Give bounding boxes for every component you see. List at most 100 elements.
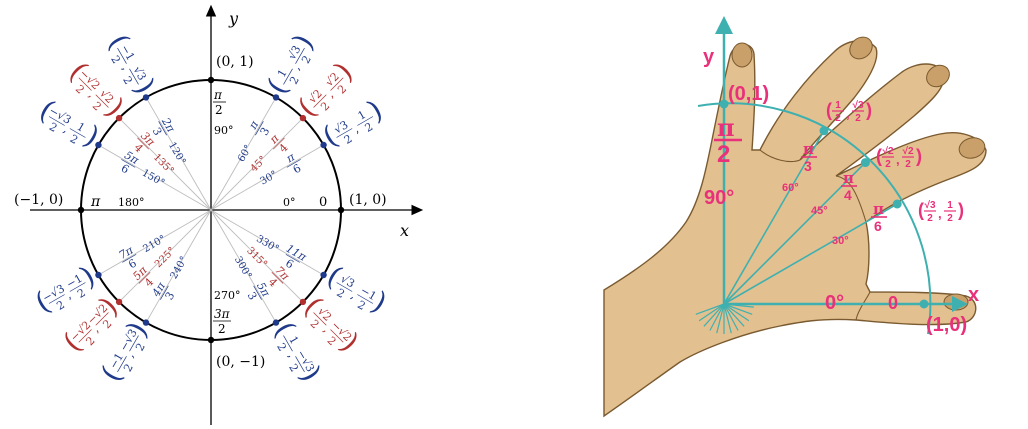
hand-burst-line	[723, 303, 745, 327]
point-210	[95, 271, 102, 279]
coord-x-den: 2	[334, 286, 347, 301]
rad-90-den: 2	[215, 103, 223, 117]
hand-rad-30: π 6	[871, 200, 887, 234]
hand-coord-x-den: 2	[835, 113, 841, 124]
point-90	[207, 76, 215, 84]
rad-den-240: 3	[163, 290, 178, 303]
coord-x-den: 2	[287, 74, 302, 87]
coord-y-den: 2	[75, 286, 88, 301]
hand-rad-45-den: 4	[844, 187, 852, 203]
rad-90-num: π	[213, 88, 223, 102]
hand-diagram: y x (0,1) (1,0) π 2 90° π 3 60° π 4 45° …	[603, 16, 987, 418]
hand-burst-line	[723, 303, 753, 315]
y-axis-label: y	[228, 9, 239, 28]
label-90: π 2 90°	[213, 88, 234, 137]
coord-x-den: 2	[121, 362, 136, 375]
deg-180: 180°	[118, 196, 145, 209]
rad-den-150: 6	[119, 162, 132, 177]
hand-burst-line	[695, 303, 725, 315]
hand-x-axis-label: x	[968, 284, 979, 306]
hand-rad-60-den: 3	[804, 158, 812, 174]
spoke-240	[145, 209, 212, 323]
comma: ,	[63, 288, 73, 302]
rad-270-den: 2	[218, 322, 226, 336]
hand-deg-45: 45°	[811, 205, 828, 217]
hand-burst-line	[716, 303, 725, 334]
hand-burst-line	[698, 303, 725, 322]
hand-rad-45: π 4	[841, 169, 857, 203]
comma: ,	[349, 288, 359, 302]
coord-45: (√22,√22)	[291, 56, 359, 124]
hand-rad-90-num: π	[717, 113, 735, 142]
comma: ,	[938, 206, 942, 221]
coord-x-den: 2	[108, 53, 123, 66]
spoke-315	[210, 209, 304, 303]
hand-palm	[603, 40, 987, 418]
hand-rad-0: 0	[888, 293, 898, 313]
hand-burst-line	[723, 303, 750, 322]
point-135	[115, 114, 123, 122]
hand-rad-60: π 3	[801, 140, 817, 174]
hand-y-arrow	[715, 16, 733, 34]
coord-x-den: 2	[274, 341, 289, 354]
hand-point-60	[819, 126, 829, 136]
point-180	[77, 206, 85, 214]
spoke-150	[98, 144, 212, 211]
coord-180: (−1, 0)	[14, 192, 63, 208]
point-30	[320, 141, 327, 149]
coord-y-den: 2	[133, 341, 148, 354]
spoke-330	[210, 209, 324, 276]
rad-0: 0	[319, 195, 327, 210]
label-270: 270° 3π 2	[213, 289, 241, 336]
hand-coord-90: (0,1)	[728, 83, 769, 105]
hand-coord-30: (√32,12)	[918, 200, 964, 224]
hand-coord-x-num: √3	[924, 200, 935, 211]
coord-y-den: 2	[335, 82, 349, 96]
rad-den-300: 3	[245, 290, 260, 303]
coord-300: (12,−√32)	[268, 316, 328, 387]
point-240	[142, 319, 150, 326]
hand-coord-60: (12,√32)	[826, 100, 872, 124]
deg-90: 90°	[214, 124, 234, 137]
hand-rad-60-num: π	[803, 140, 814, 158]
coord-x-den: 2	[47, 120, 60, 135]
deg-270: 270°	[214, 289, 241, 302]
coord-y-den: 2	[68, 132, 81, 147]
paren-close: )	[866, 100, 872, 120]
hand-coord-y-den: 2	[855, 113, 861, 124]
hand-rad-90-den: 2	[717, 141, 730, 168]
coord-y-den: 2	[90, 99, 104, 113]
hand-coord-y-num: √3	[852, 100, 863, 111]
coord-y-den: 2	[355, 298, 368, 313]
coord-x-den: 2	[308, 317, 322, 331]
comma: ,	[119, 62, 133, 72]
point-60	[272, 94, 280, 101]
hand-burst-line	[703, 303, 725, 327]
ring-nail	[958, 137, 986, 159]
hand-coord-45: (√22,√22)	[876, 146, 922, 170]
point-330	[320, 271, 327, 279]
comma: ,	[61, 122, 71, 136]
hand-x-arrow	[952, 296, 968, 312]
middle-nail	[926, 64, 950, 88]
coord-150: (−√32,12)	[34, 93, 105, 153]
hand-coord-y-den: 2	[905, 159, 911, 170]
hand-deg-90: 90°	[704, 187, 734, 209]
hand-y-axis-label: y	[703, 46, 715, 68]
hand-coord-y-num: 1	[947, 200, 953, 211]
point-120	[142, 94, 150, 101]
hand-coordinate-pairs: (12,√32)(√22,√22)(√32,12)	[826, 100, 964, 224]
comma: ,	[123, 350, 137, 360]
coord-x-den: 2	[342, 132, 355, 147]
spoke-225	[118, 209, 212, 303]
coord-240: (−12,−√32)	[94, 316, 154, 387]
spoke-135	[118, 117, 212, 211]
hand-burst-line	[709, 303, 725, 331]
hand-spoke-60	[723, 130, 825, 305]
paren-open: (	[826, 100, 832, 120]
coord-y-den: 2	[120, 74, 135, 87]
paren-open: (	[918, 200, 924, 220]
point-225	[115, 298, 123, 306]
teal-overlay	[695, 16, 968, 335]
